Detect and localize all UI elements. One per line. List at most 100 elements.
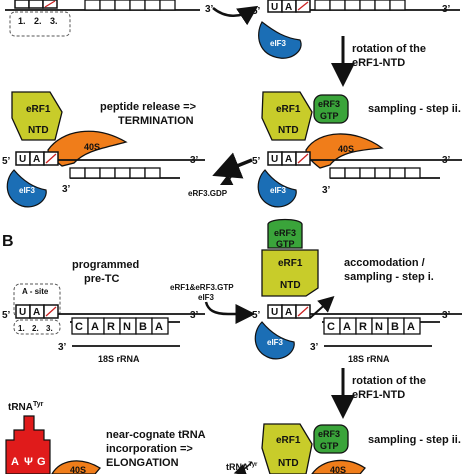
mrna-letter: C [75, 321, 83, 333]
codon-letter-u: U [19, 307, 26, 318]
sampling-step-ii-text: sampling - step ii. [368, 434, 461, 446]
eif3-shape [254, 321, 295, 360]
rrna-label: 18S rRNA [98, 354, 140, 364]
erf1-shape [261, 423, 313, 474]
erf1-label: eRF1 [278, 258, 303, 269]
anticodon-letter: Ψ [24, 456, 33, 468]
factors-text-1: eRF1&eRF3.GTP [170, 283, 234, 292]
ribosome-40s-label: 40S [84, 142, 100, 152]
panel-a-top-left-complex: 3’ 1. 2. 3. [5, 0, 214, 37]
rotation-text-1: rotation of the [352, 43, 426, 55]
eif3-shape [6, 169, 47, 208]
panel-b-sampling-ii-complex: eRF1 NTD eRF3 GTP 40S [261, 423, 366, 474]
prime3-label: 3’ [190, 155, 199, 166]
codon-letter-a: A [285, 307, 292, 318]
codon-num-1: 1. [18, 324, 25, 333]
anticodon-letter: A [11, 456, 19, 468]
near-cognate-text-2: incorporation => [106, 443, 193, 455]
a-site-label: A - site [22, 287, 49, 296]
mrna-letter: B [391, 321, 399, 333]
codon-letter-a: A [33, 154, 40, 165]
prime3-label: 3’ [205, 4, 214, 15]
eif3-shape [258, 21, 302, 59]
mrna-letter: A [155, 321, 163, 333]
ribosome-40s-shape [311, 459, 366, 474]
rotation-text-1: rotation of the [352, 375, 426, 387]
codon-letter-a: A [33, 307, 40, 318]
erf3-shape [267, 218, 303, 249]
prime5-label: 5’ [252, 6, 261, 17]
rotation-text-2: eRF1-NTD [352, 389, 405, 401]
eif3-label: eIF3 [267, 338, 284, 347]
gtp-label: GTP [320, 441, 339, 451]
trna-tyr-complex: tRNATyr A Ψ G 40S [5, 401, 101, 474]
trna-shape [5, 415, 51, 474]
mrna-letter: N [123, 321, 131, 333]
accomodation-text: accomodation / [344, 257, 425, 269]
sampling-step-i-text: sampling - step i. [344, 271, 434, 283]
codon-letter-u: U [271, 2, 278, 13]
erf1-shape [261, 249, 319, 297]
eif3-label: eIF3 [19, 186, 36, 195]
sampling-step-ii-text: sampling - step ii. [368, 103, 461, 115]
gtp-label: GTP [320, 111, 339, 121]
gtp-label: GTP [276, 239, 295, 249]
mrna-letter: A [407, 321, 415, 333]
erf3-label: eRF3 [318, 429, 340, 439]
erf1-label: eRF1 [276, 104, 301, 115]
codon-num-1: 1. [18, 16, 26, 26]
prime3-label: 3’ [190, 310, 199, 321]
panel-a-termination-complex: eRF1 NTD 40S 5’ U A 3’ 3’ eIF3 [2, 91, 205, 208]
mrna-letter: N [375, 321, 383, 333]
codon-site-dashed-box [9, 11, 71, 37]
codon-letter-a: A [285, 2, 292, 13]
codon-num-2: 2. [32, 324, 39, 333]
erf1-label: eRF1 [26, 104, 51, 115]
prime3-label: 3’ [442, 4, 451, 15]
erf3-label: eRF3 [318, 99, 340, 109]
ntd-label: NTD [28, 125, 49, 136]
prime3-label: 3’ [322, 185, 331, 196]
codon-num-3: 3. [46, 324, 53, 333]
eif3-shape [257, 169, 297, 208]
erf3-gdp-exit-arrow [219, 167, 237, 186]
mrna-letter: R [359, 321, 367, 333]
termination-text: TERMINATION [118, 115, 194, 127]
ribosome-40s-label: 40S [70, 465, 86, 474]
stop-slash [44, 0, 56, 8]
curved-arrow-top [212, 5, 259, 26]
erf3-label: eRF3 [274, 228, 296, 238]
panel-b-accomodation-complex: eRF3 GTP eRF1 NTD 5’ U A 3’ C A R N B A [252, 218, 462, 364]
panel-b-label: B [2, 233, 14, 250]
trna-exit-arrow [233, 461, 253, 474]
elongation-text: ELONGATION [106, 457, 179, 469]
erf3-gdp-text: eRF3.GDP [188, 189, 228, 198]
factors-text-2: eIF3 [198, 293, 215, 302]
codon-num-3: 3. [50, 16, 58, 26]
mrna-letter: C [327, 321, 335, 333]
trna-label: tRNATyr [8, 401, 44, 413]
eif3-label: eIF3 [270, 186, 287, 195]
programmed-text: programmed [72, 259, 139, 271]
binding-arrow [204, 301, 256, 324]
ntd-label: NTD [278, 125, 299, 136]
mrna-letter: R [107, 321, 115, 333]
mrna-letter: B [139, 321, 147, 333]
erf1-label: eRF1 [276, 435, 301, 446]
near-cognate-text-1: near-cognate tRNA [106, 429, 206, 441]
prime5-label: 5’ [2, 156, 11, 167]
codon-num-2: 2. [34, 16, 42, 26]
codon-letter-u: U [271, 307, 278, 318]
erf1-shape [261, 91, 313, 141]
rotation-text-2: eRF1-NTD [352, 57, 405, 69]
prime3-label: 3’ [62, 184, 71, 195]
mrna-letter-boxes-left: C A R N B A [71, 317, 169, 335]
mrna-letter: A [91, 321, 99, 333]
prime5-label: 5’ [2, 310, 11, 321]
release-arrow [212, 152, 253, 179]
peptide-release-text: peptide release => [100, 101, 196, 113]
prime5-label: 5’ [252, 310, 261, 321]
codon-letter-u: U [271, 154, 278, 165]
erf3-shape [313, 94, 349, 124]
